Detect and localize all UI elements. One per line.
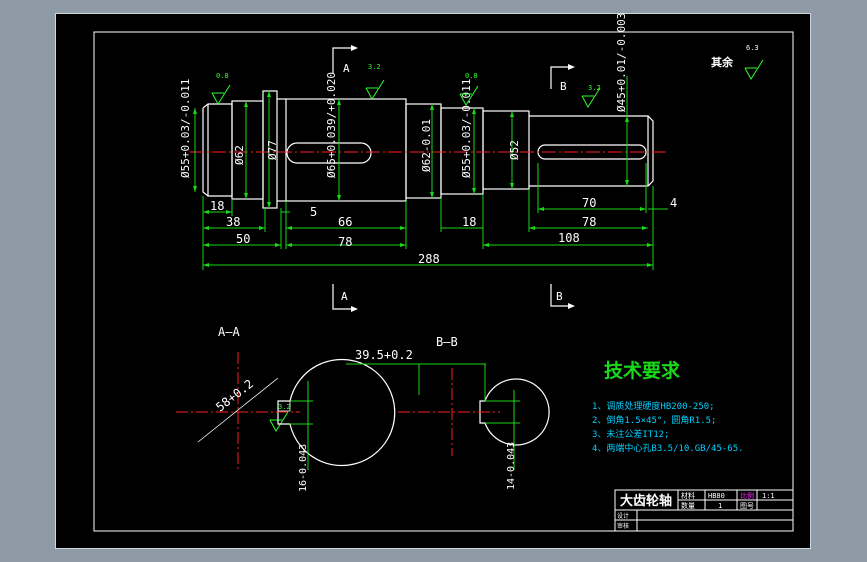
dia-45: Ø45+0.01/-0.003 [615,13,628,112]
dim-38: 38 [226,215,240,229]
dim-18-right: 18 [462,215,476,229]
roughness-r4: 3.2 [588,84,601,92]
section-cut-marks [332,47,569,310]
section-bb-view [346,363,550,470]
requirements-list: 1、调质处理硬度HB200-250; 2、倒角1.5×45°，圆角R1.5; 3… [592,400,744,454]
dim-78-right: 78 [582,215,596,229]
requirement-1: 1、调质处理硬度HB200-250; [592,400,715,412]
dia-77: Ø77 [266,140,279,160]
roughness-r3: 0.8 [465,72,478,80]
drawing-frame [93,31,794,532]
title-block-grid [614,489,794,532]
roughness-other-value: 6.3 [746,44,759,52]
dim-288: 288 [418,252,440,266]
designer-label: 设计 [617,512,629,520]
section-bb-key-width: 14-0.043 [506,442,517,490]
length-labels: 18 38 50 5 66 78 18 70 78 4 108 288 [210,196,677,266]
section-b-bottom: B [556,290,563,303]
dia-55-left: Ø55+0.03/-0.011 [179,79,192,178]
section-letters: A A B B [341,62,567,303]
qty-label: 数量 [681,501,695,510]
requirements-title: 技术要求 [604,359,681,382]
section-bb-dim: 39.5+0.2 [355,348,413,362]
dim-50: 50 [236,232,250,246]
dia-62-mid: Ø62-0.01 [420,119,433,172]
roughness-other-label: 其余 [711,55,734,69]
section-a-bottom: A [341,290,348,303]
scale-value: 1:1 [762,492,775,500]
dia-55-right: Ø55+0.03/-0.011 [460,79,473,178]
section-bb-title: B—B [436,335,458,349]
checker-label: 审核 [617,522,629,530]
shaft-outline [202,90,654,209]
dimension-lines [194,76,668,270]
diameter-labels: Ø55+0.03/-0.011 Ø62 Ø77 Ø65+0.039/+0.020… [179,13,628,178]
requirement-4: 4、两端中心孔B3.5/10.GB/45-65. [592,442,744,454]
section-aa-key-width: 16-0.043 [298,444,309,492]
roughness-r1: 0.8 [216,72,229,80]
drawing-no-label: 图号 [740,502,754,510]
section-a-top: A [343,62,350,75]
requirement-2: 2、倒角1.5×45°，圆角R1.5; [592,414,716,426]
qty-value: 1 [718,502,722,510]
scale-label: 比例 [740,491,754,500]
dim-108: 108 [558,231,580,245]
part-name: 大齿轮轴 [620,493,672,509]
section-aa-view [176,352,396,472]
section-cut-arrows [351,45,575,312]
section-aa-dim: 58+0.2 [213,377,256,415]
title-block-text: 大齿轮轴 材料 HB80 数量 1 比例 1:1 图号 设计 审核 [617,491,775,530]
dim-5: 5 [310,205,317,219]
roughness-symbols [211,59,764,432]
drawing-canvas [55,13,811,549]
dim-4: 4 [670,196,677,210]
dim-66: 66 [338,215,352,229]
material-value: HB80 [708,492,725,500]
dimension-arrows [193,91,653,267]
roughness-r2: 3.2 [368,63,381,71]
material-label: 材料 [681,491,695,500]
roughness-aa: 3.2 [278,403,291,411]
roughness-values: 0.8 3.2 0.8 3.2 3.2 [216,63,601,411]
requirement-3: 3、未注公差IT12; [592,428,670,440]
dim-78-left: 78 [338,235,352,249]
dim-70: 70 [582,196,596,210]
section-aa-title: A—A [218,325,240,339]
dia-62-left: Ø62 [233,145,246,165]
dia-52: Ø52 [508,140,521,160]
dia-65: Ø65+0.039/+0.020 [325,72,338,178]
section-b-top: B [560,80,567,93]
dim-18-left: 18 [210,199,224,213]
